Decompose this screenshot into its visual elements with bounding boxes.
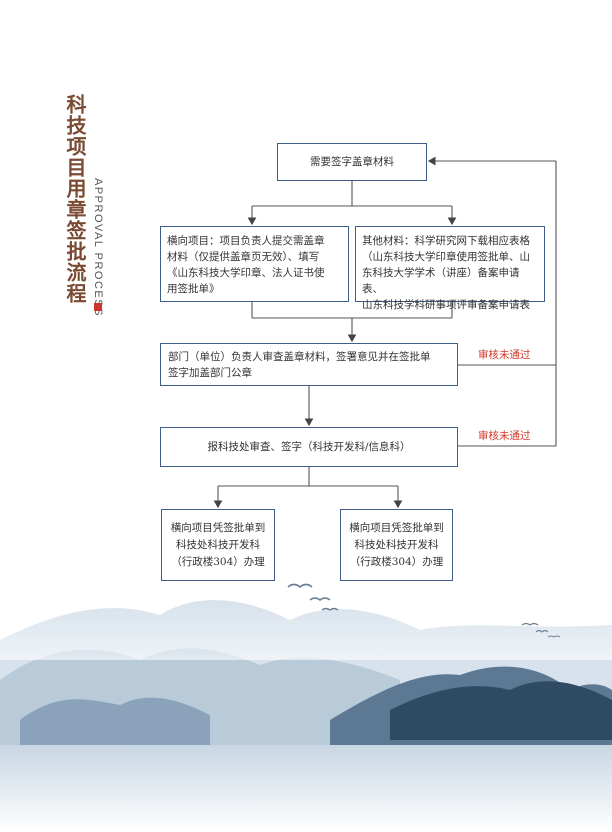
other-materials-line-2: （山东科技大学印章使用签批单、山 <box>362 251 530 263</box>
accent-square <box>94 303 102 311</box>
horizontal-project-line-4: 用签批单》 <box>167 283 220 295</box>
reject-label-science-office: 审核未通过 <box>478 430 531 442</box>
final-right-line-2: 科技处科技开发科 <box>354 538 439 551</box>
step-science-office-review: 报科技处审查、签字（科技开发科/信息科） <box>160 427 458 467</box>
step-final-right: 横向项目凭签批单到 科技处科技开发科 （行政楼304）办理 <box>340 509 453 581</box>
step-required-materials-text: 需要签字盖章材料 <box>310 156 394 168</box>
step-required-materials: 需要签字盖章材料 <box>277 143 427 181</box>
other-materials-line-3: 东科技大学学术（讲座）备案申请表、 <box>362 267 520 295</box>
page-title: 科技项目用章签批流程 <box>63 94 87 304</box>
final-left-line-1: 横向项目凭签批单到 <box>170 521 266 534</box>
step-department-review: 部门（单位）负责人审查盖章材料，签署意见并在签批单 签字加盖部门公章 <box>160 343 458 386</box>
final-left-line-3: （行政楼304）办理 <box>171 555 265 568</box>
horizontal-project-line-3: 《山东科技大学印章、法人证书使 <box>167 267 325 279</box>
step-other-materials: 其他材料：科学研究网下载相应表格 （山东科技大学印章使用签批单、山 东科技大学学… <box>355 226 545 311</box>
department-review-line-1: 部门（单位）负责人审查盖章材料，签署意见并在签批单 <box>168 351 431 363</box>
other-materials-line-1: 其他材料：科学研究网下载相应表格 <box>362 235 530 247</box>
science-office-review-text: 报科技处审查、签字（科技开发科/信息科） <box>207 441 411 453</box>
other-materials-line-4: 山东科技学科研事项评审备案申请表 <box>362 299 530 311</box>
department-review-line-2: 签字加盖部门公章 <box>168 367 252 379</box>
final-left-line-2: 科技处科技开发科 <box>176 538 260 551</box>
step-final-left: 横向项目凭签批单到 科技处科技开发科 （行政楼304）办理 <box>161 509 275 581</box>
step-horizontal-project: 横向项目：项目负责人提交需盖章 材料（仅提供盖章页无效）、填写 《山东科技大学印… <box>160 226 349 302</box>
page-subtitle: APPROVAL PROCESS <box>92 178 104 317</box>
horizontal-project-line-1: 横向项目：项目负责人提交需盖章 <box>167 235 325 247</box>
final-right-line-1: 横向项目凭签批单到 <box>349 521 444 534</box>
final-right-line-3: （行政楼304）办理 <box>349 555 444 568</box>
horizontal-project-line-2: 材料（仅提供盖章页无效）、填写 <box>167 251 320 263</box>
reject-label-department: 审核未通过 <box>478 349 531 361</box>
